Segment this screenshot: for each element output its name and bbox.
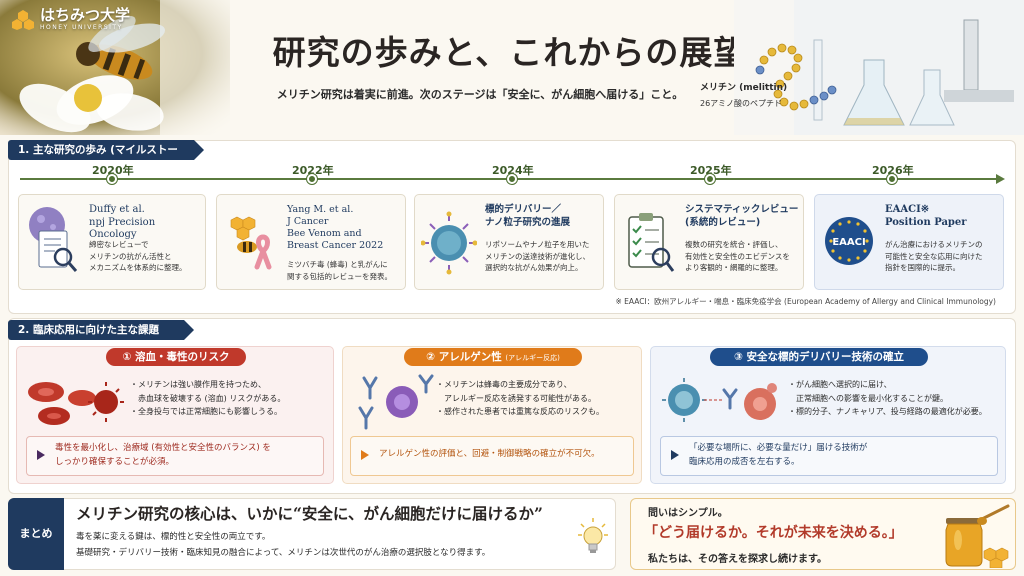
closing-line-3: 私たちは、その答えを探求し続けます。 bbox=[648, 554, 827, 565]
nanoparticle-icon bbox=[421, 211, 477, 275]
arrow-right-icon bbox=[361, 450, 369, 460]
eaaci-footnote: ※ EAACI：欧州アレルギー・喘息・臨床免疫学会 (European Acad… bbox=[615, 297, 996, 306]
closing-line-2: 「どう届けるか。それが未来を決める。」 bbox=[644, 525, 903, 541]
logo: はちみつ大学 HONEY UNIVERSITY bbox=[12, 8, 130, 31]
summary-title: メリチン研究の核心は、いかに“安全に、がん細胞だけに届けるか” bbox=[76, 504, 543, 523]
page-subtitle: メリチン研究は着実に前進。次のステージは「安全に、がん細胞へ届ける」こと。 bbox=[276, 88, 684, 101]
issue-heading: ② アレルゲン性 (アレルギー反応) bbox=[404, 348, 582, 366]
timeline-dot bbox=[705, 174, 715, 184]
milestone-body: がん治療におけるメリチンの 可能性と安全な応用に向けた 指針を国際的に提示。 bbox=[885, 240, 983, 273]
milestone-body: ミツバチ毒 (蜂毒) と乳がんに 関する包括的レビューを発表。 bbox=[287, 260, 392, 281]
issue-body: ・メリチンは強い膜作用を持つため、 赤血球を破壊する (溶血) リスクがある。 … bbox=[130, 380, 286, 417]
issue-heading: ① 溶血・毒性のリスク bbox=[106, 348, 246, 366]
lightbulb-icon bbox=[578, 518, 608, 553]
arrow-right-icon bbox=[671, 450, 679, 460]
milestone-title: Duffy et al. npj Precision Oncology bbox=[89, 204, 156, 240]
targeted-delivery-icon bbox=[662, 378, 777, 422]
red-blood-cells-icon bbox=[28, 382, 124, 425]
summary-badge: まとめ bbox=[8, 498, 64, 570]
issue-body: ・がん細胞へ選択的に届け、 正常細胞への影響を最小化することが鍵。 ・標的分子、… bbox=[788, 380, 987, 417]
milestone-title: Yang M. et al. J Cancer Bee Venom and Br… bbox=[287, 204, 384, 251]
melittin-description: 26アミノ酸のペプチド bbox=[700, 99, 783, 108]
milestone-body: リポソームやナノ粒子を用いた メリチンの送達技術が進化し、 選択的な抗がん効果が… bbox=[485, 240, 590, 273]
year-2026: 2026年 bbox=[872, 164, 914, 177]
issue-heading: ③ 安全な標的デリバリー技術の確立 bbox=[710, 348, 928, 366]
milestone-body: 複数の研究を統合・評価し、 有効性と安全性のエビデンスを より客観的・網羅的に整… bbox=[685, 240, 790, 273]
timeline-dot bbox=[307, 174, 317, 184]
eaaci-badge-text: EAACI bbox=[832, 237, 865, 248]
milestone-card-2025: システマティックレビュー (系統的レビュー) 複数の研究を統合・評価し、 有効性… bbox=[614, 194, 804, 290]
milestone-title: システマティックレビュー (系統的レビュー) bbox=[685, 204, 799, 228]
melittin-name: メリチン (melittin) bbox=[700, 83, 788, 93]
logo-name: はちみつ大学 bbox=[40, 6, 131, 24]
timeline-dot bbox=[107, 174, 117, 184]
eaaci-badge-icon: EAACI bbox=[825, 217, 873, 265]
clipboard-checklist-icon bbox=[628, 213, 675, 272]
arrow-right-icon bbox=[37, 450, 45, 460]
summary-box bbox=[8, 498, 616, 570]
milestone-card-2026: EAACI EAACI※ Position Paper がん治療におけるメリチン… bbox=[814, 194, 1004, 290]
summary-line: 基礎研究・デリバリー技術・臨床知見の融合によって、メリチンは次世代のがん治療の選… bbox=[76, 548, 491, 558]
header: はちみつ大学 HONEY UNIVERSITY 研究の歩みと、これからの展望 メ… bbox=[0, 0, 1024, 135]
timeline-arrow-icon bbox=[996, 174, 1005, 184]
milestone-title: 標的デリバリー／ ナノ粒子研究の進展 bbox=[485, 204, 571, 228]
bee-ribbon-icon bbox=[230, 216, 272, 270]
summary-line: 毒を薬に変える鍵は、標的性と安全性の両立です。 bbox=[76, 532, 271, 542]
milestone-body: 綿密なレビューで メリチンの抗がん活性と メカニズムを体系的に整理。 bbox=[89, 240, 187, 273]
issue-note: 「必要な場所に、必要な量だけ」届ける技術が 臨床応用の成否を左右する。 bbox=[660, 436, 998, 476]
honeycomb-logo-icon bbox=[12, 9, 34, 30]
timeline-dot bbox=[887, 174, 897, 184]
year-2024: 2024年 bbox=[492, 164, 534, 177]
milestone-card-2024: 標的デリバリー／ ナノ粒子研究の進展 リポソームやナノ粒子を用いた メリチンの送… bbox=[414, 194, 604, 290]
issue-note: 毒性を最小化し、治療域 (有効性と安全性のバランス) を しっかり確保することが… bbox=[26, 436, 324, 476]
page-title: 研究の歩みと、これからの展望 bbox=[272, 33, 748, 72]
milestone-card-2022: Yang M. et al. J Cancer Bee Venom and Br… bbox=[216, 194, 406, 290]
issue-note: アレルゲン性の評価と、回避・制御戦略の確立が不可欠。 bbox=[350, 436, 634, 476]
milestone-card-2020: Duffy et al. npj Precision Oncology 綿密なレ… bbox=[18, 194, 206, 290]
issues-label: 2. 臨床応用に向けた主な課題 bbox=[8, 320, 194, 340]
bee-flower-image bbox=[0, 0, 230, 135]
lab-image bbox=[734, 0, 1024, 135]
document-magnifier-icon bbox=[29, 207, 78, 272]
milestone-title: EAACI※ Position Paper bbox=[885, 204, 967, 228]
antibody-cell-icon bbox=[358, 374, 434, 430]
milestones-label: 1. 主な研究の歩み (マイルストーン) bbox=[8, 140, 204, 176]
honey-jar-icon bbox=[945, 504, 1010, 568]
closing-line-1: 問いはシンプル。 bbox=[648, 508, 728, 519]
year-2022: 2022年 bbox=[292, 164, 334, 177]
melittin-caption: メリチン (melittin) 26アミノ酸のペプチド bbox=[700, 80, 810, 109]
issue-body: ・メリチンは蜂毒の主要成分であり、 アレルギー反応を誘発する可能性がある。 ・感… bbox=[436, 380, 604, 417]
logo-subtitle: HONEY UNIVERSITY bbox=[40, 24, 123, 31]
year-2025: 2025年 bbox=[690, 164, 732, 177]
year-2020: 2020年 bbox=[92, 164, 134, 177]
timeline-dot bbox=[507, 174, 517, 184]
